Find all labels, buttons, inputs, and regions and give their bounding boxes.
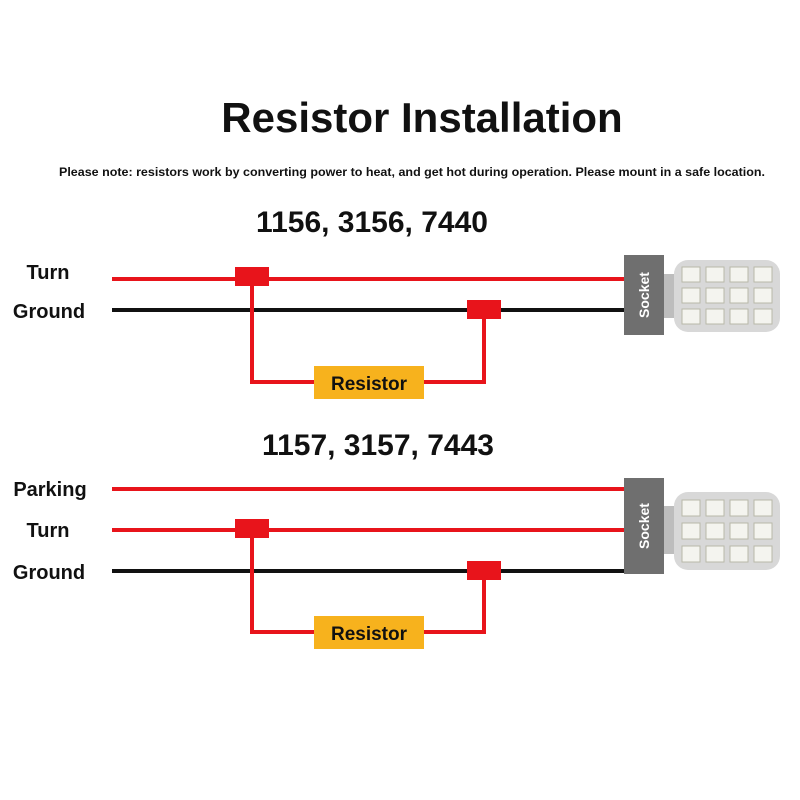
splice-connector <box>467 300 501 319</box>
safety-note: Please note: resistors work by convertin… <box>59 167 765 179</box>
wire-label-parking: Parking <box>13 479 86 501</box>
splice-connector <box>467 561 501 580</box>
wire-label-ground: Ground <box>13 301 85 323</box>
diagram-single-filament: 1156, 3156, 7440 Turn Ground Resistor So… <box>13 206 780 399</box>
socket-label: Socket <box>636 272 652 318</box>
socket-label: Socket <box>636 503 652 549</box>
resistor: Resistor <box>314 366 424 399</box>
page-title: Resistor Installation <box>221 94 622 141</box>
led-bulb-icon <box>664 492 780 570</box>
wire-label-turn: Turn <box>27 262 70 284</box>
wire-label-turn: Turn <box>27 520 70 542</box>
resistor-label: Resistor <box>331 374 408 395</box>
diagram-heading: 1157, 3157, 7443 <box>262 429 494 462</box>
led-bulb-icon <box>664 260 780 332</box>
splice-connector <box>235 267 269 286</box>
diagram-heading: 1156, 3156, 7440 <box>256 206 488 239</box>
resistor: Resistor <box>314 616 424 649</box>
diagram-dual-filament: 1157, 3157, 7443 Parking Turn Ground Res… <box>13 429 780 649</box>
socket: Socket <box>624 255 664 335</box>
splice-connector <box>235 519 269 538</box>
resistor-label: Resistor <box>331 624 408 645</box>
socket: Socket <box>624 478 664 574</box>
wire-label-ground: Ground <box>13 562 85 584</box>
